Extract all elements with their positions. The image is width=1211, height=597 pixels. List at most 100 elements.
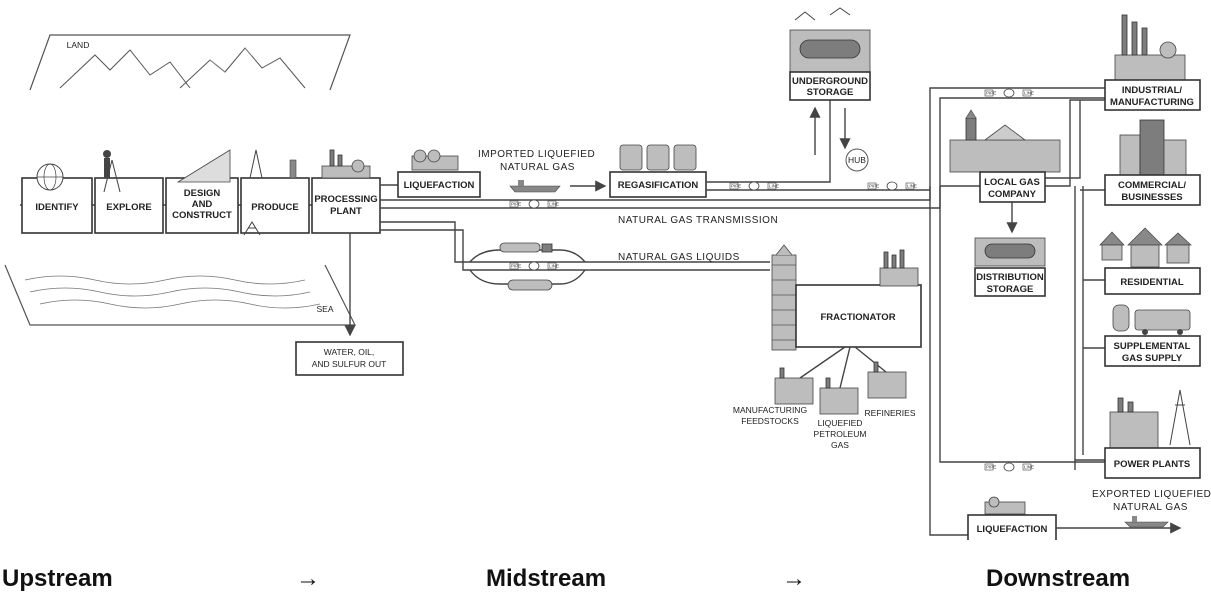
underground-storage-box [789, 71, 871, 101]
underground-label-2: STORAGE [807, 87, 854, 98]
explore-box [94, 177, 164, 234]
commercial-box [1104, 174, 1201, 206]
distribution-label-2: STORAGE [987, 284, 1034, 295]
manufacturing-label-2: FEEDSTOCKS [741, 416, 799, 426]
surveyor-icon [103, 150, 121, 193]
industrial-label-1: INDUSTRIAL/ [1122, 85, 1183, 96]
stage-arrow-1: → [296, 565, 320, 592]
ngl-truck-icon [499, 242, 553, 253]
export-liquefaction-label: LIQUEFACTION [977, 524, 1048, 535]
fractionator-box [795, 284, 922, 348]
processing-plant-box [311, 177, 381, 234]
waste-label-1: WATER, OIL, [324, 347, 375, 357]
stage-arrow-2: → [782, 565, 806, 592]
ldc-label-2: COMPANY [988, 189, 1037, 200]
residential-box [1104, 267, 1201, 295]
pipe-tag: PIPE LINE [984, 462, 1034, 472]
fractionator-plant-icon [879, 249, 919, 287]
export-tanker-icon [1124, 516, 1169, 528]
svg-text:PIPE: PIPE [869, 184, 879, 189]
identify-label: IDENTIFY [35, 202, 79, 213]
downstream: LOCAL GAS COMPANY DISTRIBUTION STORAGE I… [929, 14, 1211, 540]
land-label: LAND [67, 40, 90, 50]
hub-label: HUB [848, 155, 866, 165]
stage-downstream: Downstream [986, 565, 1131, 592]
waste-out-box [295, 341, 404, 376]
svg-text:PIPE: PIPE [986, 91, 996, 96]
svg-text:PIPE: PIPE [511, 202, 521, 207]
ldc-label-1: LOCAL GAS [984, 177, 1040, 188]
svg-text:LINE: LINE [769, 184, 779, 189]
export-liquefaction-box [967, 514, 1057, 540]
transmission-label: NATURAL GAS TRANSMISSION [618, 215, 778, 226]
regasification-box [609, 171, 707, 198]
distribution-storage-icon [974, 237, 1046, 267]
distribution-storage-box [974, 267, 1046, 297]
supplemental-label-2: GAS SUPPLY [1122, 353, 1183, 364]
underground-storage-icon [789, 7, 871, 73]
processing-label-2: PLANT [330, 206, 362, 217]
svg-text:PIPE: PIPE [731, 184, 741, 189]
upstream-chain: IDENTIFY EXPLORE DESIGN AND CONSTRUCT PR… [20, 149, 404, 376]
svg-text:PIPE: PIPE [511, 264, 521, 269]
lpg-plant-icon [819, 377, 859, 415]
power-plants-box [1104, 447, 1201, 479]
regasification-label: REGASIFICATION [618, 180, 699, 191]
lpg-label-1: LIQUEFIED [818, 418, 863, 428]
exported-lng-label-2: NATURAL GAS [1113, 502, 1188, 513]
commercial-label-2: BUSINESSES [1121, 192, 1182, 203]
ldc-box [979, 171, 1046, 203]
processing-label-1: PROCESSING [314, 194, 377, 205]
produce-label: PRODUCE [251, 202, 299, 213]
svg-text:LINE: LINE [549, 264, 559, 269]
lpg-label-3: GAS [831, 440, 849, 450]
hub-node: HUB [845, 148, 869, 172]
plant-icon [321, 149, 371, 179]
ldc-building-icon [949, 109, 1061, 173]
waste-label-2: AND SULFUR OUT [312, 359, 387, 369]
ngl-railcar-icon [507, 279, 553, 291]
produce-box [240, 177, 310, 234]
ngl-label: NATURAL GAS LIQUIDS [618, 252, 740, 263]
explore-label: EXPLORE [106, 202, 151, 213]
drafting-triangle-icon [176, 149, 231, 183]
power-label: POWER PLANTS [1114, 459, 1191, 470]
industrial-label-2: MANUFACTURING [1110, 97, 1194, 108]
sea-region: SEA [4, 264, 356, 326]
imported-lng-label-2: NATURAL GAS [500, 162, 575, 173]
lpg-label-2: PETROLEUM [814, 429, 867, 439]
pipe-tag: PIPE LINE [867, 181, 917, 191]
manufacturing-label-1: MANUFACTURING [733, 405, 807, 415]
globe-icon [36, 163, 64, 191]
oil-rig-icon [243, 149, 297, 236]
export-liquefaction-plant-icon [984, 496, 1026, 515]
pipe-tag: PIPE LINE [509, 199, 559, 209]
lng-tanker-icon [509, 180, 561, 193]
refineries-icon [867, 361, 907, 399]
exported-lng-label-1: EXPORTED LIQUEFIED [1092, 489, 1211, 500]
underground-label-1: UNDERGROUND [792, 76, 868, 87]
fractionator-tower-icon [771, 244, 797, 351]
stage-midstream: Midstream [486, 565, 607, 592]
storage-tanks-icon [619, 144, 697, 171]
svg-text:LINE: LINE [549, 202, 559, 207]
design-label-2: AND [192, 199, 213, 210]
design-label-1: DESIGN [184, 188, 221, 199]
svg-text:LINE: LINE [1024, 91, 1034, 96]
liquefaction-label: LIQUEFACTION [404, 180, 475, 191]
land-region: LAND [29, 34, 351, 91]
distribution-label-1: DISTRIBUTION [976, 272, 1044, 283]
midstream: NATURAL GAS TRANSMISSION LIQUEFACTION IM… [380, 7, 941, 450]
manufacturing-feedstocks-icon [774, 367, 814, 405]
svg-text:LINE: LINE [907, 184, 917, 189]
refineries-label: REFINERIES [864, 408, 915, 418]
commercial-label-1: COMMERCIAL/ [1118, 180, 1186, 191]
svg-text:LINE: LINE [1024, 465, 1034, 470]
pipeline-tags: PIPE LINE PIPE LINE PIPE LINE PIPE LINE [509, 88, 1034, 472]
fractionator-label: FRACTIONATOR [820, 312, 895, 323]
houses-icon [1099, 227, 1192, 268]
natural-gas-value-chain-diagram: LAND SEA IDENTIFY EXPLORE D [4, 7, 1211, 540]
supplemental-label-1: SUPPLEMENTAL [1114, 341, 1191, 352]
stage-upstream: Upstream [2, 565, 113, 592]
svg-text:PIPE: PIPE [986, 465, 996, 470]
